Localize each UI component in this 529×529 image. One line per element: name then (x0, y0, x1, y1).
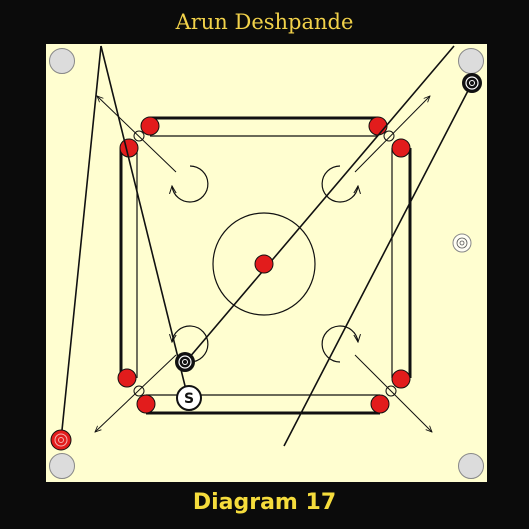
red-coin-icon (50, 429, 72, 451)
centre-circle (212, 212, 316, 316)
author-name: Arun Deshpande (175, 10, 354, 34)
black-coin-icon (462, 73, 482, 93)
black-coin-icon (175, 352, 195, 372)
striker-icon: S (176, 385, 202, 411)
white-coin-icon (452, 233, 472, 253)
queen-icon (254, 254, 274, 274)
path-striker-up (100, 45, 189, 399)
path-right-rebound (283, 82, 473, 447)
pocket-top-left (49, 48, 75, 74)
pockets (49, 48, 484, 479)
striker-label: S (184, 391, 194, 407)
shot-lines (60, 45, 473, 447)
path-left-coin (60, 45, 102, 441)
diagram-caption: Diagram 17 (192, 490, 337, 515)
path-black-coin (182, 45, 455, 366)
pocket-top-right (458, 48, 484, 74)
pocket-bottom-right (458, 453, 484, 479)
diagonal-arrows (95, 96, 432, 432)
pocket-bottom-left (49, 453, 75, 479)
baselines (119, 116, 412, 415)
